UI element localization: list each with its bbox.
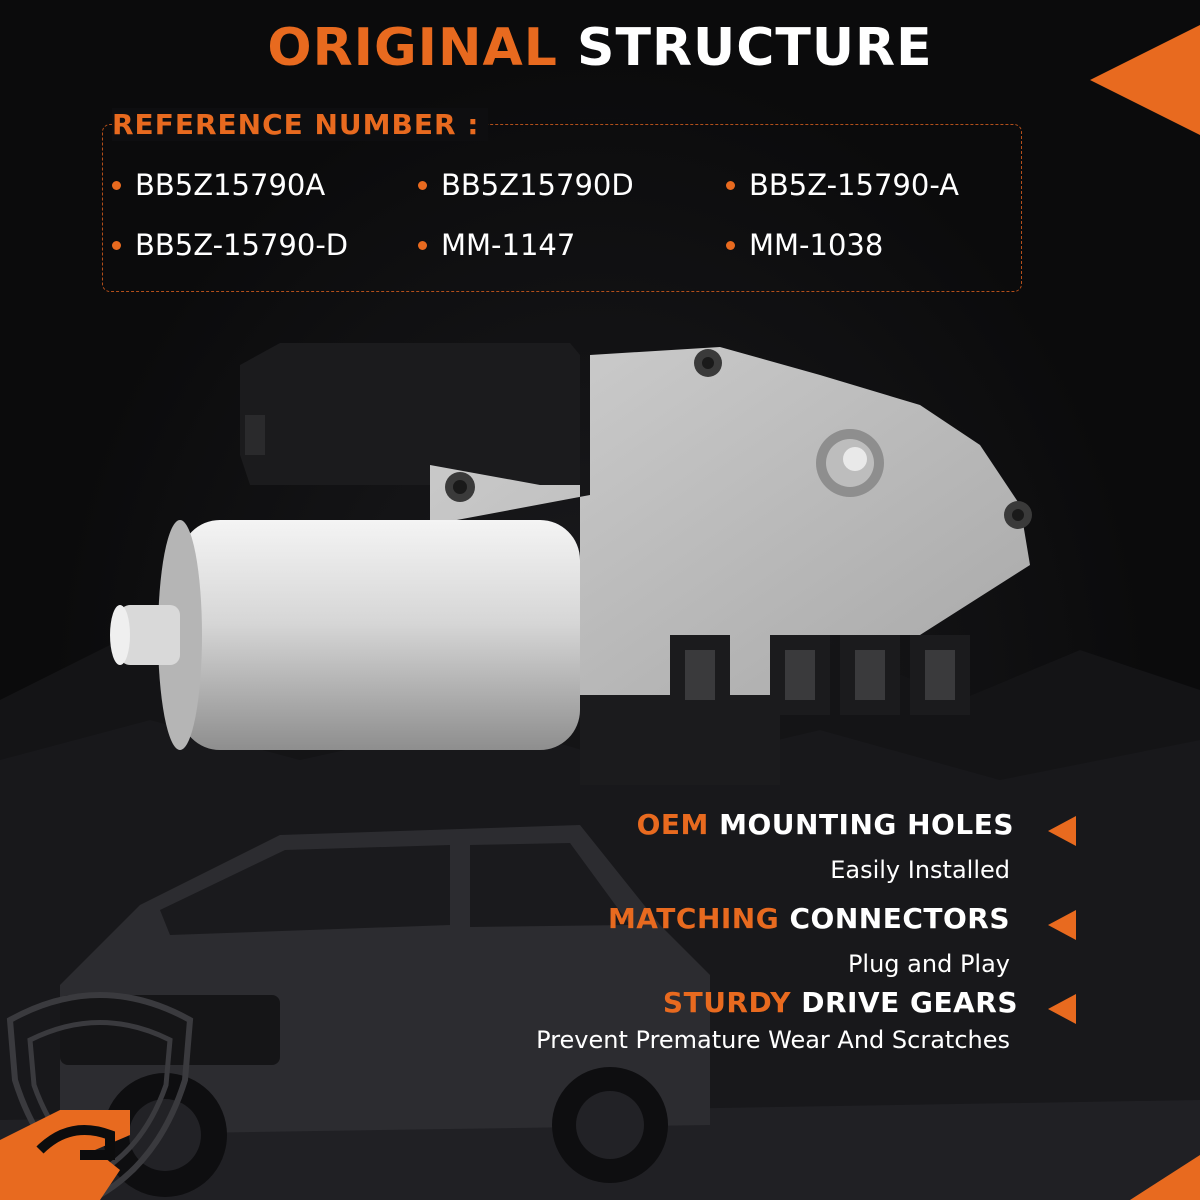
dot-bullet-icon — [726, 240, 735, 250]
reference-number: BB5Z15790A — [135, 168, 326, 202]
reference-number: MM-1147 — [441, 228, 576, 262]
reference-item: BB5Z15790D — [418, 168, 726, 202]
reference-number: BB5Z-15790-D — [135, 228, 349, 262]
title-plain: STRUCTURE — [577, 18, 933, 78]
reference-item: MM-1147 — [418, 228, 726, 262]
feature-title-plain: MOUNTING HOLES — [719, 808, 1014, 841]
feature-title-accent: OEM — [636, 808, 709, 841]
feature-title-plain: DRIVE GEARS — [801, 986, 1018, 1019]
feature-title-accent: STURDY — [662, 986, 791, 1019]
feature-title: STURDY DRIVE GEARS — [663, 986, 1018, 1019]
reference-number: BB5Z-15790-A — [749, 168, 959, 202]
shield-logo-icon — [0, 992, 194, 1200]
reference-item: BB5Z15790A — [112, 168, 418, 202]
feature-title: MATCHING CONNECTORS — [608, 902, 1010, 935]
reference-item: BB5Z-15790-A — [726, 168, 1012, 202]
feature-item: STURDY DRIVE GEARS Prevent Premature Wea… — [500, 986, 1200, 1090]
page-title: ORIGINAL STRUCTURE — [0, 18, 1200, 78]
left-triangle-arrow-icon — [1048, 816, 1076, 846]
title-accent: ORIGINAL — [267, 18, 558, 78]
dot-bullet-icon — [112, 240, 121, 250]
left-triangle-arrow-icon — [1048, 994, 1076, 1024]
reference-item: BB5Z-15790-D — [112, 228, 418, 262]
motor-product-image — [110, 343, 1032, 785]
dot-bullet-icon — [112, 180, 121, 190]
feature-title-plain: CONNECTORS — [789, 902, 1010, 935]
feature-subtitle: Prevent Premature Wear And Scratches — [536, 1026, 1010, 1054]
corner-triangle-decoration — [1130, 1155, 1200, 1200]
feature-subtitle: Easily Installed — [830, 856, 1010, 884]
suv-car-image — [60, 825, 710, 1197]
reference-number: MM-1038 — [749, 228, 884, 262]
feature-title: OEM MOUNTING HOLES — [637, 808, 1014, 841]
feature-list: OEM MOUNTING HOLES Easily Installed MATC… — [500, 808, 1200, 1090]
reference-list: BB5Z15790A BB5Z15790D BB5Z-15790-A BB5Z-… — [112, 168, 1012, 262]
reference-item: MM-1038 — [726, 228, 1012, 262]
reference-box — [102, 124, 1022, 292]
feature-title-accent: MATCHING — [607, 902, 780, 935]
dot-bullet-icon — [418, 180, 427, 190]
feature-item: OEM MOUNTING HOLES Easily Installed — [500, 808, 1200, 902]
reference-number: BB5Z15790D — [441, 168, 634, 202]
dot-bullet-icon — [418, 240, 427, 250]
dot-bullet-icon — [726, 180, 735, 190]
feature-subtitle: Plug and Play — [847, 950, 1010, 978]
corner-triangle-decoration — [1090, 25, 1200, 135]
feature-item: MATCHING CONNECTORS Plug and Play — [500, 902, 1200, 996]
left-triangle-arrow-icon — [1048, 910, 1076, 940]
reference-heading: REFERENCE NUMBER : — [112, 108, 488, 141]
